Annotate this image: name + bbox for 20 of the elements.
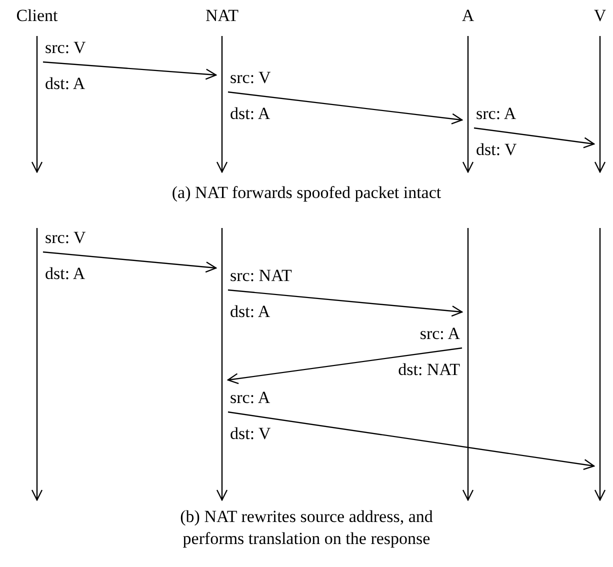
message-arrow <box>228 289 463 317</box>
edge-label: src: V dst: A <box>230 67 272 125</box>
message-arrow <box>474 127 595 148</box>
message-arrow <box>42 251 217 273</box>
lifeline-label: Client <box>16 6 58 26</box>
lifeline-label: A <box>462 6 474 26</box>
caption: (b) NAT rewrites source address, and performs translation on the response <box>179 506 434 550</box>
edge-label: src: A dst: V <box>230 387 272 445</box>
edge-label: src: A dst: NAT <box>397 323 460 381</box>
message-arrow <box>227 347 462 384</box>
message-arrow <box>42 61 217 80</box>
edge-label: src: V dst: A <box>45 37 86 95</box>
message-arrow <box>228 91 463 124</box>
lifeline-label: V <box>594 6 606 26</box>
message-arrow <box>228 411 595 470</box>
lifeline-label: NAT <box>205 6 239 26</box>
edge-label: src: V dst: A <box>45 227 86 285</box>
edge-label: src: A dst: V <box>476 103 518 161</box>
edge-label: src: NAT dst: A <box>230 265 293 323</box>
caption: (a) NAT forwards spoofed packet intact <box>170 182 442 204</box>
